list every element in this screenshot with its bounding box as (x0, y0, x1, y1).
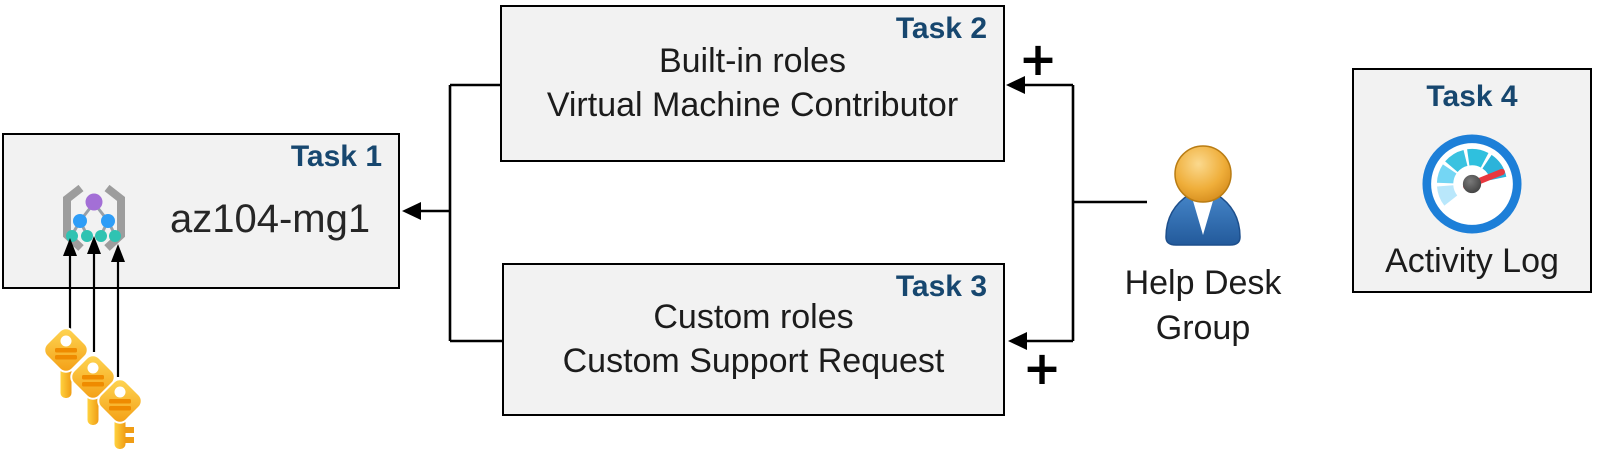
management-group-icon (63, 184, 125, 251)
activity-log-gauge-icon (1422, 134, 1522, 234)
task3-line2: Custom Support Request (562, 341, 945, 380)
task3-box: Task 3 Custom roles Custom Support Reque… (502, 263, 1005, 416)
task1-label: Task 1 (290, 140, 382, 173)
help-desk-group: Help Desk Group (1123, 141, 1283, 351)
task2-label: Task 2 (895, 12, 987, 45)
plus-sign-task3: + (1022, 341, 1062, 395)
task4-box: Task 4 Activity Log (1352, 68, 1592, 293)
help-desk-group-line2: Group (1155, 308, 1251, 347)
key-icons (39, 323, 147, 449)
task1-box: Task 1 az104-mg1 (2, 133, 400, 289)
task2-box: Task 2 Built-in roles Virtual Machine Co… (500, 5, 1005, 162)
task2-line1: Built-in roles (658, 41, 847, 80)
plus-sign-task2: + (1018, 32, 1058, 86)
management-group-name: az104-mg1 (170, 197, 371, 241)
user-icon (1165, 145, 1241, 246)
task3-line1: Custom roles (653, 297, 854, 336)
help-desk-group-line1: Help Desk (1124, 264, 1282, 302)
task4-caption: Activity Log (1385, 242, 1559, 280)
key-icon-3 (93, 374, 147, 449)
task3-label: Task 3 (895, 270, 987, 303)
task4-label: Task 4 (1426, 80, 1518, 113)
task2-line2: Virtual Machine Contributor (546, 85, 959, 124)
arrow-to-task1 (402, 202, 421, 220)
